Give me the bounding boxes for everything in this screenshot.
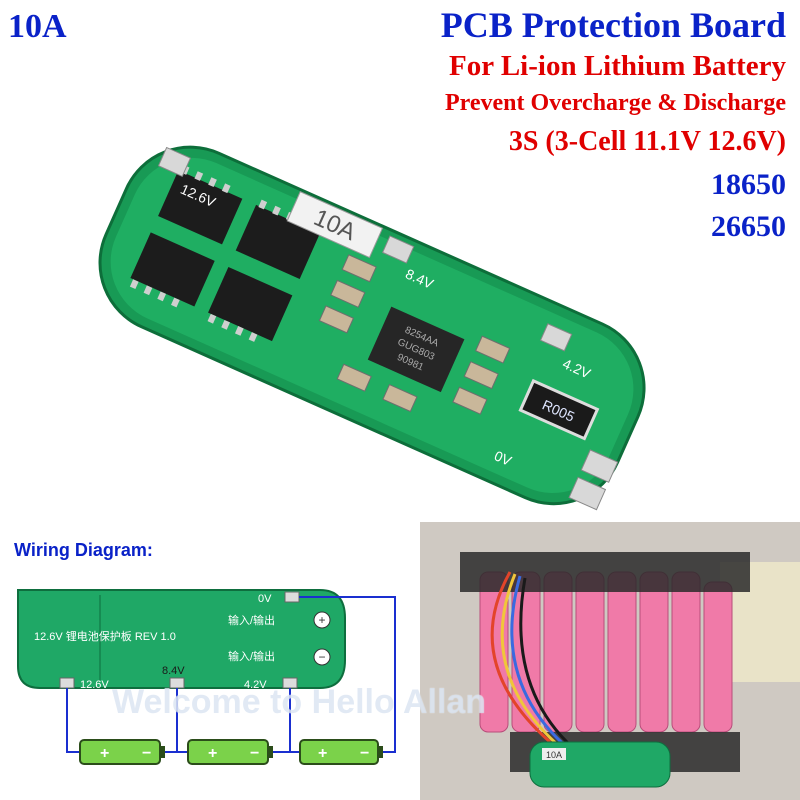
model-18650: 18650 [711,168,786,201]
rating-label: 10A [8,8,67,45]
protection-ic [367,306,465,393]
pad-label-0v: 0V [492,447,515,469]
wiring-pad-12v: 12.6V [80,679,109,691]
photo-pcb-label: 10A [546,750,562,760]
wiring-pad-4v: 4.2V [244,679,267,691]
wiring-diagram-title: Wiring Diagram: [14,540,153,560]
battery-2-minus: − [250,745,259,762]
battery-cell-2: + − [187,739,273,765]
balance-wires [490,571,581,756]
sense-resistor [518,378,600,441]
battery-cells-photo [479,571,733,733]
subtitle-battery-type: For Li-ion Lithium Battery [449,50,786,82]
battery-3-minus: − [360,745,369,762]
battery-2-plus: + [208,745,217,762]
plus-terminal-sign: + [318,613,325,627]
solder-pads [157,146,619,511]
subtitle-protection: Prevent Overcharge & Discharge [444,90,786,116]
battery-cell-1: + − [79,739,165,765]
battery-pack-photo: 10A [420,522,800,800]
smd-components [318,254,511,415]
board-rating-box [286,191,384,259]
minus-terminal-sign: − [318,650,325,664]
minus-terminal-icon [313,648,331,666]
subtitle-cell-config: 3S (3-Cell 11.1V 12.6V) [508,126,786,157]
battery-cell-3: + − [299,739,383,765]
io-label-plus: 输入/输出 [228,613,275,627]
battery-3-plus: + [318,745,327,762]
model-26650: 26650 [711,210,786,243]
wiring-lines [66,596,396,753]
plus-terminal-icon [313,611,331,629]
wiring-diagram: 12.6V 锂电池保护板 REV 1.0 输入/输出 输入/输出 + − 0V … [17,589,396,765]
wiring-pad-8v: 8.4V [162,665,185,677]
pcb-board-image: 10A 8254AA GUG803 90981 R005 12.6V 8.4V … [98,145,646,511]
product-title: PCB Protection Board [440,5,786,45]
wiring-board-text: 12.6V 锂电池保护板 REV 1.0 [34,629,176,643]
io-label-minus: 输入/输出 [228,649,275,663]
photo-pcb-label-box [542,748,566,760]
battery-1-plus: + [100,745,109,762]
mosfet-group [129,165,321,342]
wiring-pad-0v: 0V [258,593,272,605]
battery-1-minus: − [142,745,151,762]
